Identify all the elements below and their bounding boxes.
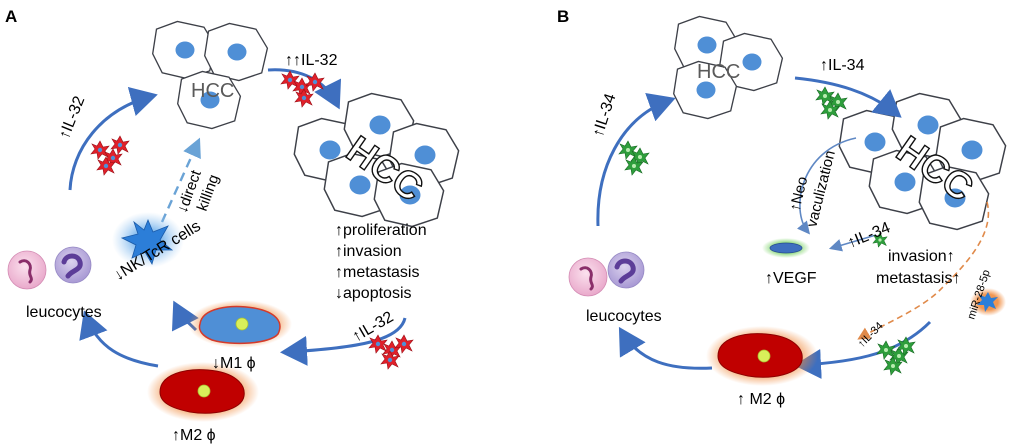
- arrow-il34-to-vegf: [828, 234, 877, 252]
- il32-cluster-bottom-a: [368, 334, 414, 370]
- panel-a: A HCC HCC: [5, 7, 460, 444]
- effect-proliferation: ↑proliferation: [335, 222, 427, 239]
- hcc-small-label-b: HCC: [697, 61, 740, 83]
- leucocytes-label-a: leucocytes: [26, 304, 102, 321]
- il32-left-label-a: ↑IL-32: [56, 94, 88, 142]
- arrow-m2-to-leucocytes-a: [79, 310, 159, 368]
- arrow-hcc-to-hcc-b: [794, 76, 902, 118]
- il34-cluster-bottom-b: [876, 336, 916, 376]
- il34-top-label-b: ↑IL-34: [820, 57, 865, 74]
- m1-nucleus: [235, 317, 249, 331]
- vegf-label: ↑VEGF: [765, 270, 817, 287]
- arrow-neovascularization: [796, 137, 857, 235]
- il32-cluster-top-a: [280, 70, 325, 108]
- hcc-cluster-small-a: [152, 20, 269, 130]
- il34-left-label-b: ↑IL-34: [590, 92, 620, 140]
- invasion-label-b: invasion↑: [888, 248, 955, 265]
- effect-apoptosis: ↓apoptosis: [335, 285, 412, 302]
- arrow-leucocytes-to-hcc-a: [68, 86, 158, 191]
- il32-top-label-a: ↑↑IL-32: [285, 52, 338, 69]
- il34-cluster-top-b: [815, 86, 848, 120]
- mirna-icon: [977, 292, 998, 312]
- effect-metastasis: ↑metastasis: [335, 264, 419, 281]
- il32-cluster-left-a: [90, 135, 130, 176]
- m2-nucleus-b: [757, 349, 771, 363]
- nk-cell-icon: [120, 218, 174, 266]
- m2-label-a: ↑M2 ϕ: [172, 427, 216, 444]
- leucocytes-b: [568, 251, 645, 297]
- panel-b: B HCC HCC: [557, 7, 1007, 408]
- panel-b-letter: B: [557, 7, 569, 26]
- hcc-small-label-a: HCC: [191, 80, 234, 102]
- m1-label: ↓M1 ϕ: [212, 355, 256, 372]
- panel-a-letter: A: [5, 7, 17, 26]
- effect-invasion: ↑invasion: [335, 243, 402, 260]
- leucocytes-label-b: leucocytes: [586, 308, 662, 325]
- arrow-leucocytes-to-hcc-b: [596, 93, 676, 227]
- arrow-hcc-to-m2-b: [794, 320, 932, 379]
- arrow-mirna-dashed: [857, 201, 990, 340]
- m2-label-b: ↑ M2 ϕ: [737, 391, 785, 408]
- leucocytes-a: [7, 246, 92, 290]
- il34-mid-label-b: ↑IL-34: [845, 219, 893, 251]
- m2-nucleus-a: [197, 384, 211, 398]
- il34-cluster-left-b: [618, 140, 650, 176]
- arrow-m2-to-leucocytes-b: [618, 326, 713, 370]
- vegf-icon: [769, 242, 803, 254]
- arrow-hcc-to-m1-a: [280, 317, 407, 366]
- metastasis-label-b: metastasis↑: [876, 270, 960, 287]
